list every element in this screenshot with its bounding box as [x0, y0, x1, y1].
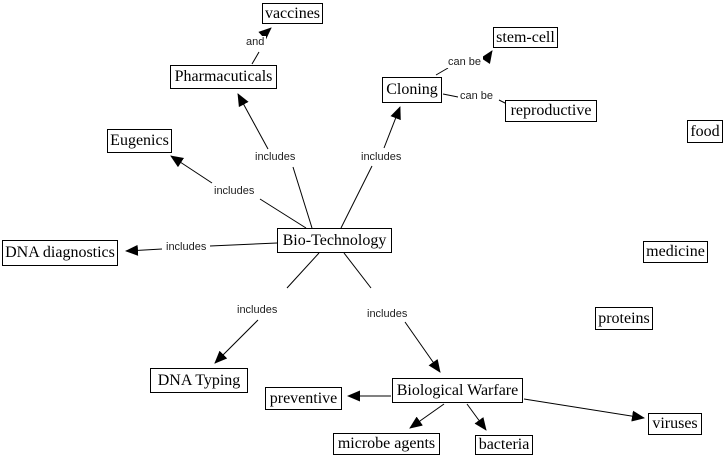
- concept-cloning[interactable]: Cloning: [382, 77, 442, 103]
- concept-eugenics[interactable]: Eugenics: [107, 129, 172, 153]
- link-line-cloning-to-can-be-reproductive: [442, 93, 459, 98]
- link-line-bio-to-includes-dna-typing: [286, 252, 320, 289]
- link-label-and-pharmacuticals-vaccines[interactable]: and: [244, 36, 267, 49]
- link-arrow-can-be-to-stem-cell: [480, 50, 493, 65]
- link-arrow-biological-warfare-to-bacteria: [466, 403, 487, 431]
- link-line-bio-to-includes-eugenics: [259, 198, 307, 229]
- link-line-bio-to-includes-biological-warfare: [343, 252, 372, 289]
- link-label-includes-dna-diagnostics[interactable]: includes: [164, 241, 209, 254]
- concept-dna-typing[interactable]: DNA Typing: [150, 368, 248, 393]
- concept-viruses[interactable]: viruses: [648, 413, 702, 435]
- link-arrow-biological-warfare-to-viruses: [523, 398, 645, 422]
- link-arrow-and-to-vaccines: [258, 27, 272, 41]
- link-arrow-includes-to-dna-diagnostics: [125, 244, 163, 256]
- concept-biological-warfare[interactable]: Biological Warfare: [392, 378, 523, 403]
- concept-bacteria[interactable]: bacteria: [475, 435, 533, 455]
- link-line-pharmacuticals-to-and: [251, 51, 260, 65]
- link-line-bio-to-includes-dna-diagnostics: [209, 242, 278, 247]
- link-arrow-includes-to-dna-typing: [214, 319, 259, 364]
- concept-preventive[interactable]: preventive: [265, 387, 342, 410]
- concept-microbe-agents[interactable]: microbe agents: [333, 433, 440, 455]
- link-label-can-be-reproductive[interactable]: can be: [458, 90, 496, 103]
- concept-medicine[interactable]: medicine: [643, 241, 708, 263]
- link-label-includes-pharmacuticals[interactable]: includes: [253, 151, 298, 164]
- link-arrow-biological-warfare-to-microbe-agents: [409, 403, 445, 429]
- link-line-cloning-to-can-be-stem-cell: [435, 67, 449, 76]
- concept-vaccines[interactable]: vaccines: [262, 3, 323, 24]
- link-line-bio-to-includes-pharmacuticals: [292, 166, 313, 229]
- link-arrow-includes-to-biological-warfare: [404, 321, 441, 373]
- concept-food[interactable]: food: [687, 120, 723, 143]
- link-arrow-includes-to-cloning: [383, 106, 401, 149]
- link-line-bio-to-includes-cloning: [340, 165, 373, 229]
- concept-stem-cell[interactable]: stem-cell: [493, 27, 558, 48]
- concept-bio-technology[interactable]: Bio-Technology: [277, 228, 392, 253]
- concept-pharmacuticals[interactable]: Pharmacuticals: [170, 65, 277, 89]
- link-label-includes-cloning[interactable]: includes: [359, 151, 404, 164]
- link-label-includes-eugenics[interactable]: includes: [212, 185, 257, 198]
- link-arrow-includes-to-pharmacuticals: [237, 93, 269, 150]
- concept-reproductive[interactable]: reproductive: [505, 100, 597, 122]
- link-arrow-includes-to-eugenics: [170, 155, 213, 184]
- concept-dna-diagnostics[interactable]: DNA diagnostics: [2, 240, 118, 266]
- link-label-can-be-stem-cell[interactable]: can be: [446, 56, 484, 69]
- concept-proteins[interactable]: proteins: [595, 307, 653, 330]
- link-label-includes-dna-typing[interactable]: includes: [235, 304, 280, 317]
- link-label-includes-biological-warfare[interactable]: includes: [365, 308, 410, 321]
